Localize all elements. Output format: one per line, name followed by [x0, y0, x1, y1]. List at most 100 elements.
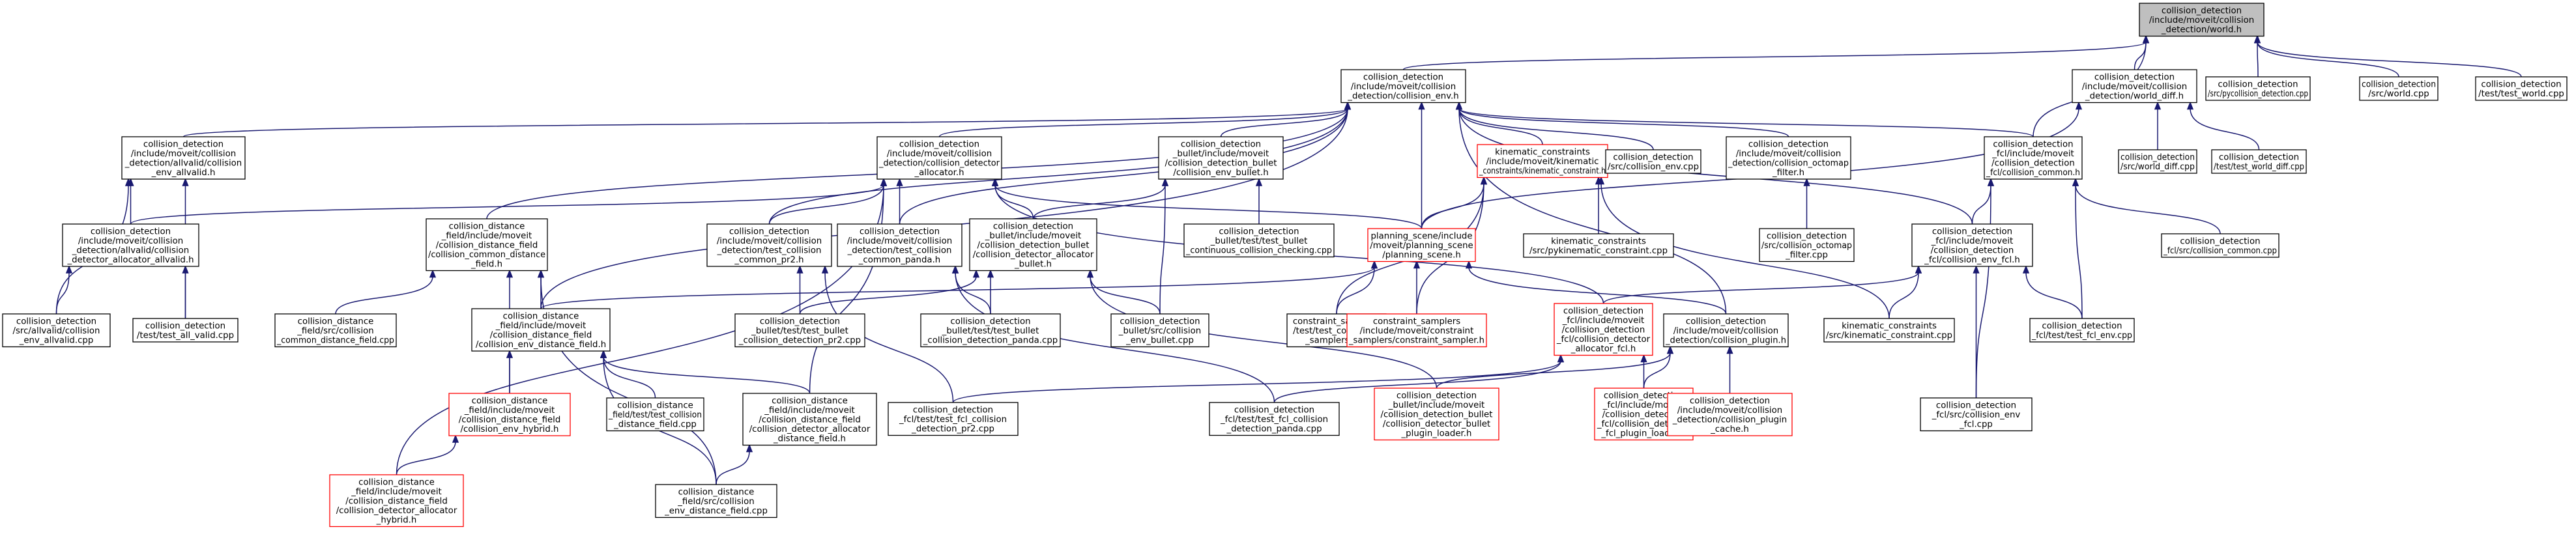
node-label-line: /src/kinematic_constraint.cpp	[1826, 331, 1952, 341]
node-test-fcl-env-cpp[interactable]: collision_detection_fcl/test/test_fcl_en…	[2029, 318, 2135, 343]
node-label-line: /include/moveit/collision	[847, 236, 952, 246]
node-test-world-diff-cpp[interactable]: collision_detection/test/test_world_diff…	[2211, 149, 2307, 174]
node-fcl-panda-cpp[interactable]: collision_detection_fcl/test/test_fcl_co…	[1209, 402, 1340, 436]
node-label-line: collision_detection	[1563, 307, 1643, 317]
node-fcl-commonh[interactable]: collision_detection_fcl/include/moveit/c…	[1984, 136, 2083, 180]
arrowhead	[1597, 176, 1605, 185]
dependency-edge	[1220, 108, 1348, 137]
dependency-edge	[182, 107, 1348, 137]
node-label-line: /include/moveit/constraint	[1360, 326, 1474, 336]
node-test-cd-pr2h[interactable]: collision_detection/include/moveit/colli…	[706, 223, 832, 267]
node-box	[1823, 318, 1955, 343]
node-label-line: _continuous_collision_checking.cpp	[1185, 246, 1332, 256]
node-box	[62, 223, 199, 267]
node-box	[876, 136, 1002, 180]
dependency-edge	[2257, 42, 2259, 78]
node-bullet-plugin-loaderh[interactable]: collision_detection_bullet/include/movei…	[1374, 388, 1499, 441]
node-label-line: _field/include/moveit	[464, 406, 555, 416]
node-label-line: /collision_detection_bullet	[1165, 159, 1277, 169]
node-label-line: _samplers/constraint_sampler.h	[1348, 336, 1484, 346]
node-pycollision[interactable]: collision_detection/src/pycollision_dete…	[2205, 76, 2311, 101]
node-allvalidh[interactable]: collision_detection/include/moveit/colli…	[121, 136, 246, 180]
node-hybrid-allocatorh[interactable]: collision_distance_field/include/moveit/…	[329, 474, 464, 528]
node-bullet-env-cpp[interactable]: collision_detection_bullet/src/collision…	[1110, 313, 1209, 348]
node-label-line: _filter.cpp	[1785, 251, 1828, 261]
node-allocator-allvalidh[interactable]: collision_detection/include/moveit/colli…	[62, 223, 199, 267]
node-fcl-allocatorh[interactable]: collision_detection_fcl/include/moveit/c…	[1554, 303, 1653, 356]
node-label-line: _detection/world_diff.h	[2085, 92, 2184, 102]
node-box	[1346, 313, 1487, 348]
node-test-world-cpp[interactable]: collision_detection/test/test_world.cpp	[2475, 76, 2568, 101]
node-box	[706, 223, 832, 267]
node-label-line: _bullet/include/moveit	[1388, 401, 1484, 410]
node-label-line: /collision_distance_field	[436, 241, 538, 251]
dependency-edge	[1402, 41, 2147, 70]
node-planning-sceneh[interactable]: planning_scene/include/moveit/planning_s…	[1367, 228, 1476, 262]
node-label-line: kinematic_constraints	[1842, 322, 1937, 331]
node-plugin-cacheh[interactable]: collision_detection/include/moveit/colli…	[1667, 393, 1793, 436]
dependency-edge	[1600, 183, 1890, 319]
node-world-diff-cpp[interactable]: collision_detection/src/world_diff.cpp	[2118, 149, 2197, 174]
node-worldh[interactable]: collision_detection/include/moveit/colli…	[2139, 3, 2265, 37]
dependency-edge	[1436, 352, 1671, 389]
arrowhead	[2186, 101, 2194, 110]
node-octomap-filter-cpp[interactable]: collision_detection/src/collision_octoma…	[1759, 228, 1855, 262]
node-box	[1984, 136, 2083, 180]
node-label-line: /collision_detection	[1991, 159, 2075, 169]
arrowhead	[880, 177, 888, 186]
dependency-edge	[1090, 276, 1438, 389]
node-label-line: _distance_field.h	[773, 434, 846, 444]
node-label-line: /src/pycollision_detection.cpp	[2208, 89, 2308, 99]
dependency-edge	[1468, 267, 1727, 315]
arrowhead	[2022, 264, 2030, 274]
node-cd-common-df-cpp[interactable]: collision_distance_field/src/collision_c…	[274, 313, 397, 348]
node-env-df-cpp[interactable]: collision_distance_field/src/collision_e…	[655, 484, 777, 518]
node-cd-env-dfh[interactable]: collision_distance_field/include/moveit/…	[471, 308, 611, 352]
arrowhead	[1455, 101, 1463, 110]
node-label-line: _detection/test_collision	[847, 246, 952, 256]
node-world-diffh[interactable]: collision_detection/include/moveit/colli…	[2072, 69, 2197, 104]
node-test-all-valid-cpp[interactable]: collision_detection/test/test_all_valid.…	[132, 318, 239, 343]
dependency-edge	[540, 266, 1375, 309]
node-label-line: _fcl/include/moveit	[1931, 236, 2014, 246]
node-bullet-cont-cpp[interactable]: collision_detection_bullet/test/test_bul…	[1183, 223, 1335, 258]
node-bullet-allocatorh[interactable]: collision_detection_bullet/include/movei…	[969, 218, 1097, 272]
node-env-hybridh[interactable]: collision_distance_field/include/moveit/…	[448, 393, 571, 436]
node-label-line: collision_detection	[899, 140, 979, 150]
node-test-df-cpp[interactable]: collision_distance_field/test/test_colli…	[606, 397, 704, 432]
node-cd-pluginh[interactable]: collision_detection/include/moveit/colli…	[1663, 313, 1789, 348]
node-label-line: _fcl/collision_common.h	[1986, 168, 2080, 178]
arrowhead	[745, 444, 753, 453]
node-label-line: _fcl/collision_detector	[1556, 335, 1651, 345]
node-bullet-pr2-cpp[interactable]: collision_detection_bullet/test/test_bul…	[734, 313, 865, 348]
node-collision-envh[interactable]: collision_detection/include/moveit/colli…	[1340, 69, 1466, 104]
node-world-cpp[interactable]: collision_detection/src/world.cpp	[2359, 76, 2439, 101]
node-collision-env-cpp[interactable]: collision_detection/src/collision_env.cp…	[1605, 149, 1701, 174]
node-pykinematic-cpp[interactable]: kinematic_constraints/src/pykinematic_co…	[1523, 233, 1674, 258]
node-fcl-envh[interactable]: collision_detection_fcl/include/moveit/c…	[1911, 223, 2033, 267]
arrowhead	[65, 264, 73, 274]
node-cd-common-dfh[interactable]: collision_distance_field/include/moveit/…	[426, 218, 548, 272]
node-label-line: /collision_detector_bullet	[1383, 419, 1490, 429]
dependency-edge	[1643, 352, 1671, 389]
node-src-allvalid-cpp[interactable]: collision_detection/src/allvalid/collisi…	[2, 313, 111, 348]
node-bullet-panda-cpp[interactable]: collision_detection_bullet/test/test_bul…	[920, 313, 1061, 348]
dependency-edge	[955, 272, 1275, 403]
node-kinematic-constrh[interactable]: kinematic_constraints/include/moveit/kin…	[1477, 144, 1608, 178]
dependency-edge	[1336, 267, 1375, 315]
node-df-allocatorh[interactable]: collision_distance_field/include/moveit/…	[742, 393, 877, 446]
node-cd-allocatorh[interactable]: collision_detection/include/moveit/colli…	[876, 136, 1002, 180]
node-fcl-pr2-cpp[interactable]: collision_detection_fcl/test/test_fcl_co…	[888, 402, 1019, 436]
node-bullet-envh[interactable]: collision_detection_bullet/include/movei…	[1158, 136, 1284, 180]
node-octomap-filterh[interactable]: collision_detection/include/moveit/colli…	[1726, 136, 1851, 180]
node-box	[888, 402, 1019, 436]
node-box	[274, 313, 397, 348]
node-test-cd-pandah[interactable]: collision_detection/include/moveit/colli…	[837, 223, 962, 267]
node-kinematic-constr-cpp[interactable]: kinematic_constraints/src/kinematic_cons…	[1823, 318, 1955, 343]
node-fcl-common-cpp[interactable]: collision_detection_fcl/src/collision_co…	[2161, 233, 2279, 258]
node-label-line: _filter.h	[1772, 168, 1804, 178]
node-label-line: /include/moveit/kinematic	[1486, 157, 1599, 167]
node-constr-samplerh[interactable]: constraint_samplers/include/moveit/const…	[1346, 313, 1487, 348]
node-fcl-env-cpp[interactable]: collision_detection_fcl/src/collision_en…	[1920, 397, 2033, 432]
